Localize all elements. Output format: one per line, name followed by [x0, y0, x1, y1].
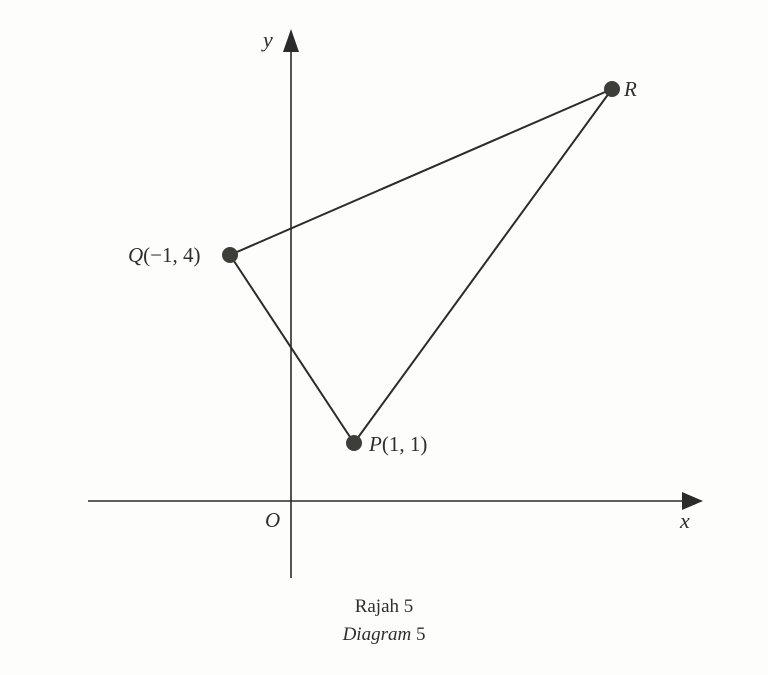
point-p-label: P(1, 1): [368, 432, 427, 456]
caption-english-number: 5: [411, 624, 426, 645]
y-axis-arrow-icon: [283, 29, 299, 52]
point-q: [222, 247, 238, 263]
point-p: [346, 435, 362, 451]
caption-english-word: Diagram: [342, 624, 412, 645]
caption-malay: Rajah 5: [354, 596, 414, 617]
caption-english: Diagram 5: [0, 624, 768, 646]
triangle-pqr: [229, 88, 613, 444]
edge-qr: [229, 88, 613, 256]
y-axis: [283, 29, 299, 578]
edge-rp: [353, 88, 613, 444]
y-axis-label: y: [261, 27, 273, 52]
x-axis-label: x: [679, 508, 690, 533]
x-axis: [88, 492, 703, 510]
edge-pq: [229, 254, 355, 444]
point-r-label: R: [623, 77, 637, 101]
x-axis-arrow-icon: [682, 492, 703, 510]
point-q-label: Q(−1, 4): [128, 243, 201, 267]
origin-label: O: [265, 508, 280, 532]
point-r: [604, 81, 620, 97]
